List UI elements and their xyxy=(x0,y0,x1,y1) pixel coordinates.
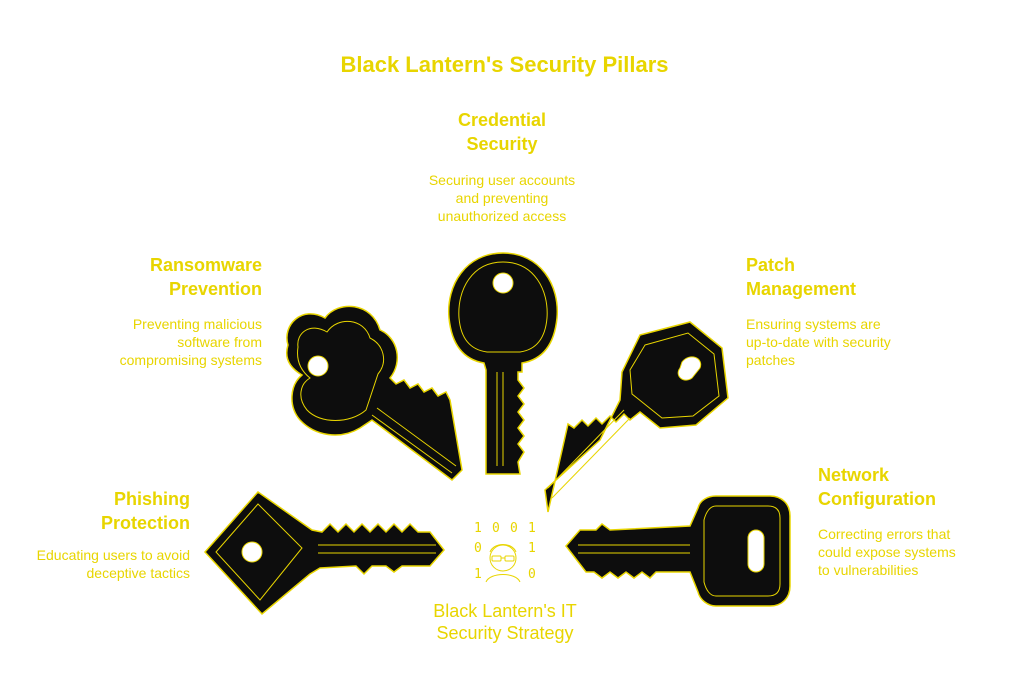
binary-digit: 0 xyxy=(528,567,536,582)
phishing-protection-heading: Phishing Protection xyxy=(100,489,190,533)
diagram-title: Black Lantern's Security Pillars xyxy=(340,52,669,77)
binary-digit: 1 xyxy=(528,541,536,556)
ransomware-key-icon xyxy=(286,305,463,481)
credential-key-icon xyxy=(447,252,559,475)
network-key-icon xyxy=(565,495,791,607)
credential-security-heading: Credential Security xyxy=(457,110,547,154)
phishing-key-icon xyxy=(203,491,445,616)
network-configuration-heading: Network Configuration xyxy=(818,465,936,509)
network-configuration-description: Correcting errors that could expose syst… xyxy=(818,526,956,578)
ransomware-prevention-heading: Ransomware Prevention xyxy=(149,255,262,299)
phishing-protection-description: Educating users to avoid deceptive tacti… xyxy=(36,547,190,581)
patch-management-heading: Patch Management xyxy=(746,255,857,299)
patch-management-description: Ensuring systems are up-to-date with sec… xyxy=(746,316,891,368)
binary-digit: 0 xyxy=(510,521,518,536)
binary-digit: 1 xyxy=(474,567,482,582)
hacker-icon xyxy=(485,544,521,583)
credential-security-description: Securing user accounts and preventing un… xyxy=(428,172,576,224)
ransomware-prevention-description: Preventing malicious software from compr… xyxy=(119,316,262,368)
binary-digit: 1 xyxy=(474,521,482,536)
binary-digit: 0 xyxy=(474,541,482,556)
binary-digit: 1 xyxy=(528,521,536,536)
center-caption: Black Lantern's IT Security Strategy xyxy=(433,601,577,643)
patch-key-icon xyxy=(544,321,729,513)
binary-digit: 0 xyxy=(492,521,500,536)
center-hacker-graphic: 1 0 0 1 0 1 1 0 xyxy=(474,521,536,583)
